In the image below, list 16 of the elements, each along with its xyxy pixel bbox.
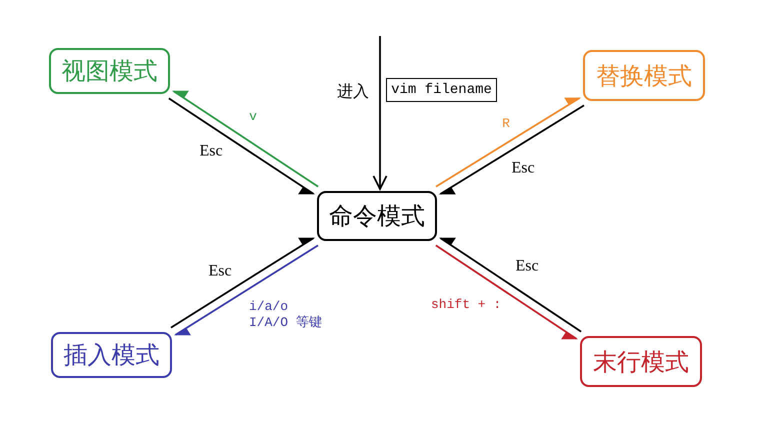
arrow	[173, 90, 319, 188]
arrow	[440, 237, 582, 332]
mode-box: 插入模式	[51, 332, 172, 378]
arrow	[372, 36, 388, 190]
mode-box: 命令模式	[317, 191, 437, 241]
arrow	[436, 97, 580, 188]
mode-box: 替换模式	[583, 50, 705, 101]
code-box: vim filename	[386, 78, 497, 102]
arrow	[440, 104, 584, 195]
mode-box: 末行模式	[580, 336, 702, 387]
arrow	[435, 244, 577, 340]
arrow	[175, 244, 318, 336]
arrow	[170, 237, 314, 328]
mode-box: 视图模式	[49, 48, 170, 94]
edge-label: 进入	[336, 82, 370, 102]
arrow	[168, 98, 314, 195]
